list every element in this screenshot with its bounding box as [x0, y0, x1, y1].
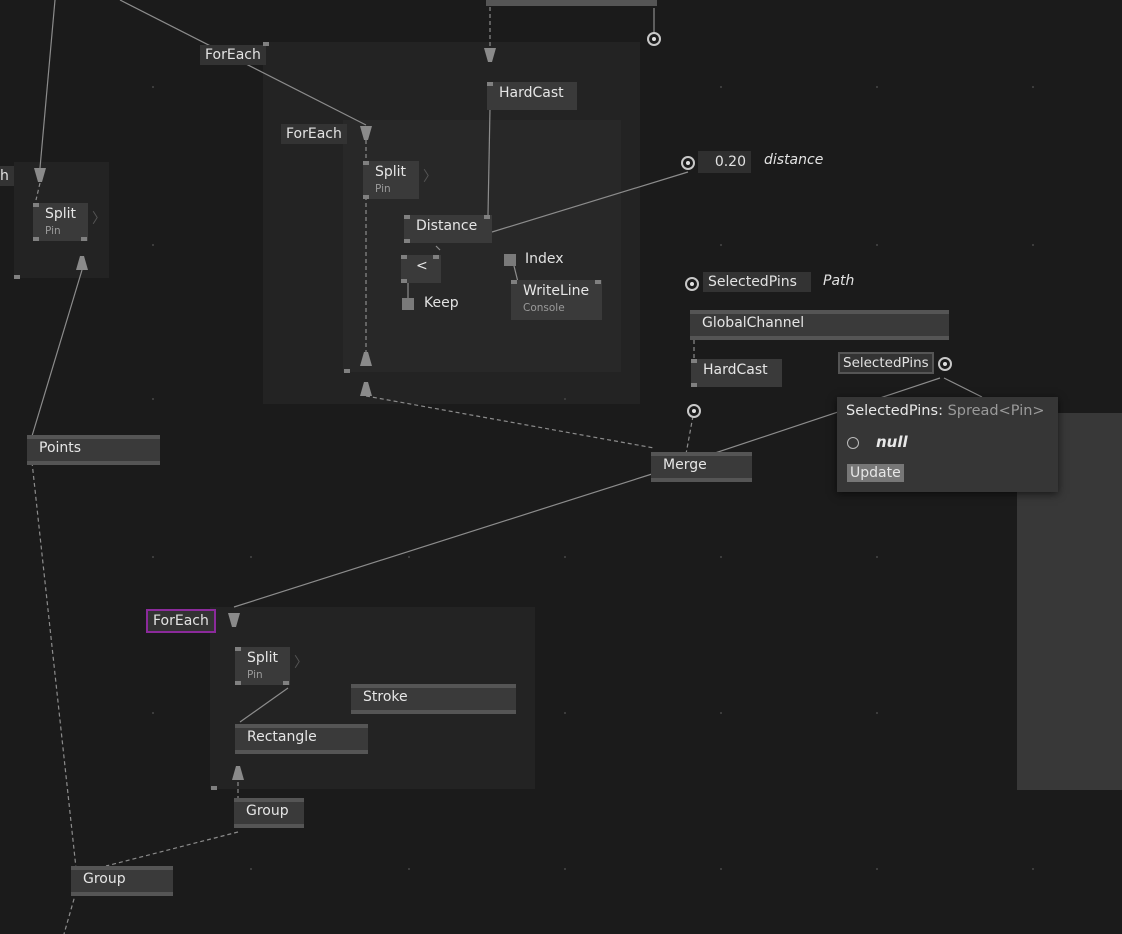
node-title: HardCast — [703, 362, 768, 378]
foreach-region-label-selected[interactable]: ForEach — [146, 609, 216, 633]
group-node[interactable]: Group — [234, 798, 304, 828]
selected-pins-input-box[interactable]: SelectedPins — [703, 272, 811, 292]
region-corner-pin[interactable] — [344, 369, 350, 373]
region-output-marker — [360, 352, 372, 366]
region-input-marker — [484, 48, 496, 62]
region-input-marker — [34, 168, 46, 182]
node-subtitle: Pin — [375, 183, 391, 195]
region-output-marker — [360, 382, 372, 396]
index-label: Index — [525, 251, 564, 267]
update-button[interactable]: Update — [847, 464, 904, 482]
split-node[interactable]: Split Pin — [33, 203, 88, 241]
region-output-marker — [76, 256, 88, 270]
node-title: Split — [247, 650, 279, 666]
distance-label: distance — [764, 152, 824, 168]
clock-icon — [847, 437, 859, 449]
hardcast-node[interactable]: HardCast — [487, 82, 577, 110]
selected-pins-input-pin[interactable] — [685, 277, 699, 291]
split-node[interactable]: Split Pin — [363, 161, 419, 199]
foreach-region-label[interactable]: ForEach — [200, 45, 266, 65]
region-input-marker — [228, 613, 240, 627]
selected-pins-output-pin[interactable] — [938, 357, 952, 371]
keep-pin-square[interactable] — [402, 298, 414, 310]
tooltip-separator: : — [938, 403, 943, 419]
node-title: GlobalChannel — [702, 315, 805, 331]
node-title: HardCast — [499, 85, 564, 101]
node-title: WriteLine — [523, 283, 590, 299]
wire-dashed — [31, 461, 77, 869]
keep-label: Keep — [424, 295, 459, 311]
chevron-right-icon[interactable]: 〉 — [294, 655, 308, 671]
region-corner-pin[interactable] — [14, 275, 20, 279]
wire — [513, 265, 519, 283]
global-channel-node[interactable]: GlobalChannel — [690, 310, 949, 340]
wire — [31, 269, 83, 437]
points-node[interactable]: Points — [27, 435, 160, 465]
index-pin-square[interactable] — [504, 254, 516, 266]
node-title: Split — [375, 164, 407, 180]
node-title: Points — [39, 440, 82, 456]
node-title: < — [416, 258, 428, 274]
distance-value-box[interactable]: 0.20 — [698, 151, 751, 173]
tooltip-type: Spread<Pin> — [947, 403, 1045, 419]
node-title: Stroke — [363, 689, 408, 705]
node-title: Distance — [416, 218, 478, 234]
wire — [435, 245, 441, 251]
tooltip-value: null — [876, 433, 908, 451]
selected-pins-output-box[interactable]: SelectedPins — [838, 352, 934, 374]
node-subtitle: Pin — [247, 669, 263, 681]
distance-iobox-pin[interactable] — [681, 156, 695, 170]
node-title: Group — [246, 803, 289, 819]
node-title: Merge — [663, 457, 707, 473]
region-input-marker — [360, 126, 372, 140]
wire-dashed — [35, 182, 41, 201]
wire-dashed — [63, 891, 77, 934]
foreach-region-label[interactable]: h — [0, 166, 14, 186]
merge-node[interactable]: Merge — [651, 452, 752, 482]
hardcast-output-pin[interactable] — [687, 404, 701, 418]
chevron-right-icon[interactable]: 〉 — [92, 211, 106, 227]
chevron-right-icon[interactable]: 〉 — [423, 169, 437, 185]
region-corner-pin[interactable] — [263, 42, 269, 46]
wire — [943, 377, 983, 398]
node-subtitle: Console — [523, 302, 565, 314]
top-node-bar[interactable] — [486, 0, 657, 6]
wire — [487, 107, 491, 216]
foreach-region-label[interactable]: ForEach — [281, 124, 347, 144]
path-label: Path — [823, 273, 855, 289]
wire-dashed — [685, 415, 694, 455]
wire — [39, 0, 56, 169]
region-output-marker — [232, 766, 244, 780]
stroke-node[interactable]: Stroke — [351, 684, 516, 714]
output-iobox-pin[interactable] — [647, 32, 661, 46]
wire-dashed — [365, 395, 655, 449]
writeline-node[interactable]: WriteLine Console — [511, 280, 602, 320]
group-node[interactable]: Group — [71, 866, 173, 896]
rectangle-node[interactable]: Rectangle — [235, 724, 368, 754]
pin-tooltip: SelectedPins: Spread<Pin> null Update — [837, 397, 1058, 492]
wire — [233, 473, 653, 608]
distance-node[interactable]: Distance — [404, 215, 492, 243]
wire-dashed — [105, 831, 239, 867]
split-node[interactable]: Split Pin — [235, 647, 290, 685]
node-title: Split — [45, 206, 77, 222]
wire — [239, 687, 289, 723]
node-title: Group — [83, 871, 126, 887]
wire — [491, 171, 689, 233]
less-than-node[interactable]: < — [401, 255, 441, 283]
node-title: Rectangle — [247, 729, 317, 745]
node-subtitle: Pin — [45, 225, 61, 237]
region-corner-pin[interactable] — [211, 786, 217, 790]
tooltip-pin-name: SelectedPins — [846, 403, 939, 419]
hardcast-node[interactable]: HardCast — [691, 359, 782, 387]
